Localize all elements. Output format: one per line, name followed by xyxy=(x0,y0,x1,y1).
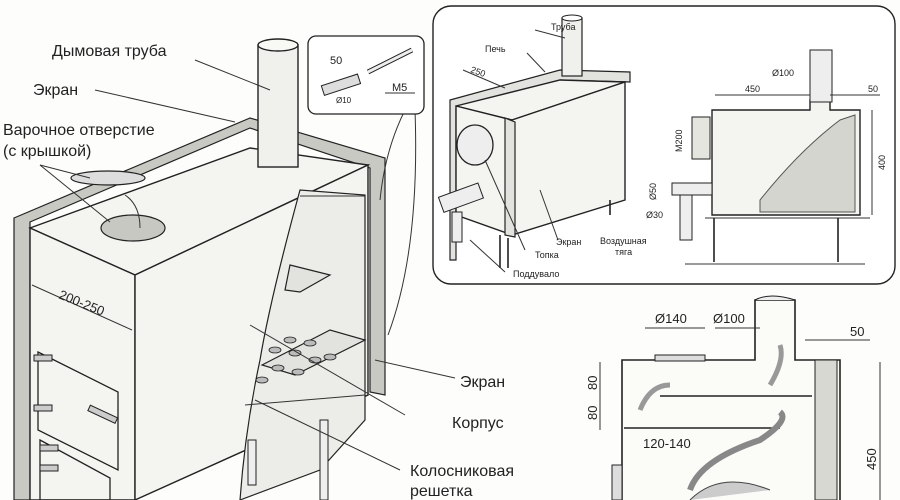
dim-sleeve-diameter: Ø10 xyxy=(336,96,352,105)
inset-label-stove: Печь xyxy=(485,44,506,54)
label-cooking-hole-lid: (с крышкой) xyxy=(3,143,91,160)
bolt-detail-inset: 50 Ø10 M5 xyxy=(307,35,425,115)
inset-dim-length: 450 xyxy=(745,84,760,94)
cooking-hole xyxy=(100,214,166,242)
label-grate: Колосниковая xyxy=(410,463,514,480)
label-screen-side: Экран xyxy=(460,374,505,391)
section-body xyxy=(621,299,841,500)
label-cooking-hole: Варочное отверстие xyxy=(3,122,155,139)
firebox-door xyxy=(37,350,119,472)
inset-dim-height: 400 xyxy=(877,155,887,170)
chimney-pipe xyxy=(257,44,299,168)
ash-door xyxy=(39,438,111,500)
inset-dim-pipe: Ø100 xyxy=(772,68,794,78)
main-labels: Дымовая труба Экран Варочное отверстие (… xyxy=(3,43,514,500)
inset-label-pipe: Труба xyxy=(551,22,575,32)
section-dim-height: 450 xyxy=(864,448,879,470)
cooking-lid xyxy=(70,170,146,186)
section-dim-h2: 80 xyxy=(585,406,600,420)
section-dim-pipe: Ø100 xyxy=(713,311,745,326)
inset-dim-gap: 50 xyxy=(868,84,878,94)
inset-label-air-draft-2: тяга xyxy=(615,247,632,257)
section-dim-h1: 80 xyxy=(585,376,600,390)
label-screen-top: Экран xyxy=(33,82,78,99)
dim-thread: M5 xyxy=(392,82,407,94)
section-cooking-lid xyxy=(654,354,706,362)
inset-dim-air2: Ø30 xyxy=(646,210,663,220)
section-dim-hole: Ø140 xyxy=(655,311,687,326)
width-dimension-line xyxy=(31,284,133,331)
section-dim-fire: 120-140 xyxy=(643,436,691,451)
label-grate-2: решетка xyxy=(410,483,473,500)
dim-sleeve-length: 50 xyxy=(330,55,342,67)
inset-label-air-draft: Воздушная xyxy=(600,236,647,246)
screen-panel xyxy=(13,117,386,500)
sleeve-icon xyxy=(320,73,362,96)
inset-dim-door: M200 xyxy=(674,129,684,152)
main-stove-drawing xyxy=(13,38,456,500)
section-view: Ø140 Ø100 50 80 80 120-140 450 xyxy=(585,295,881,500)
grate-holes xyxy=(255,336,337,384)
inset-dim-depth: 250 xyxy=(469,64,487,79)
label-body: Корпус xyxy=(452,415,504,432)
inner-shelf xyxy=(284,264,332,293)
label-chimney: Дымовая труба xyxy=(52,43,167,60)
inset-label-screen: Экран xyxy=(556,237,581,247)
section-dim-gap: 50 xyxy=(850,324,864,339)
inset-label-firebox: Топка xyxy=(535,250,559,260)
front-face xyxy=(29,226,136,500)
inset-dim-air1: Ø50 xyxy=(648,183,658,200)
inset-panel: Труба Печь 250 Топка Экран Поддувало Воз… xyxy=(432,5,896,285)
section-screen xyxy=(814,359,838,500)
fire-icon xyxy=(689,481,771,500)
inset-firebox-door xyxy=(456,124,494,166)
inset-label-ash-pit: Поддувало xyxy=(513,269,559,279)
